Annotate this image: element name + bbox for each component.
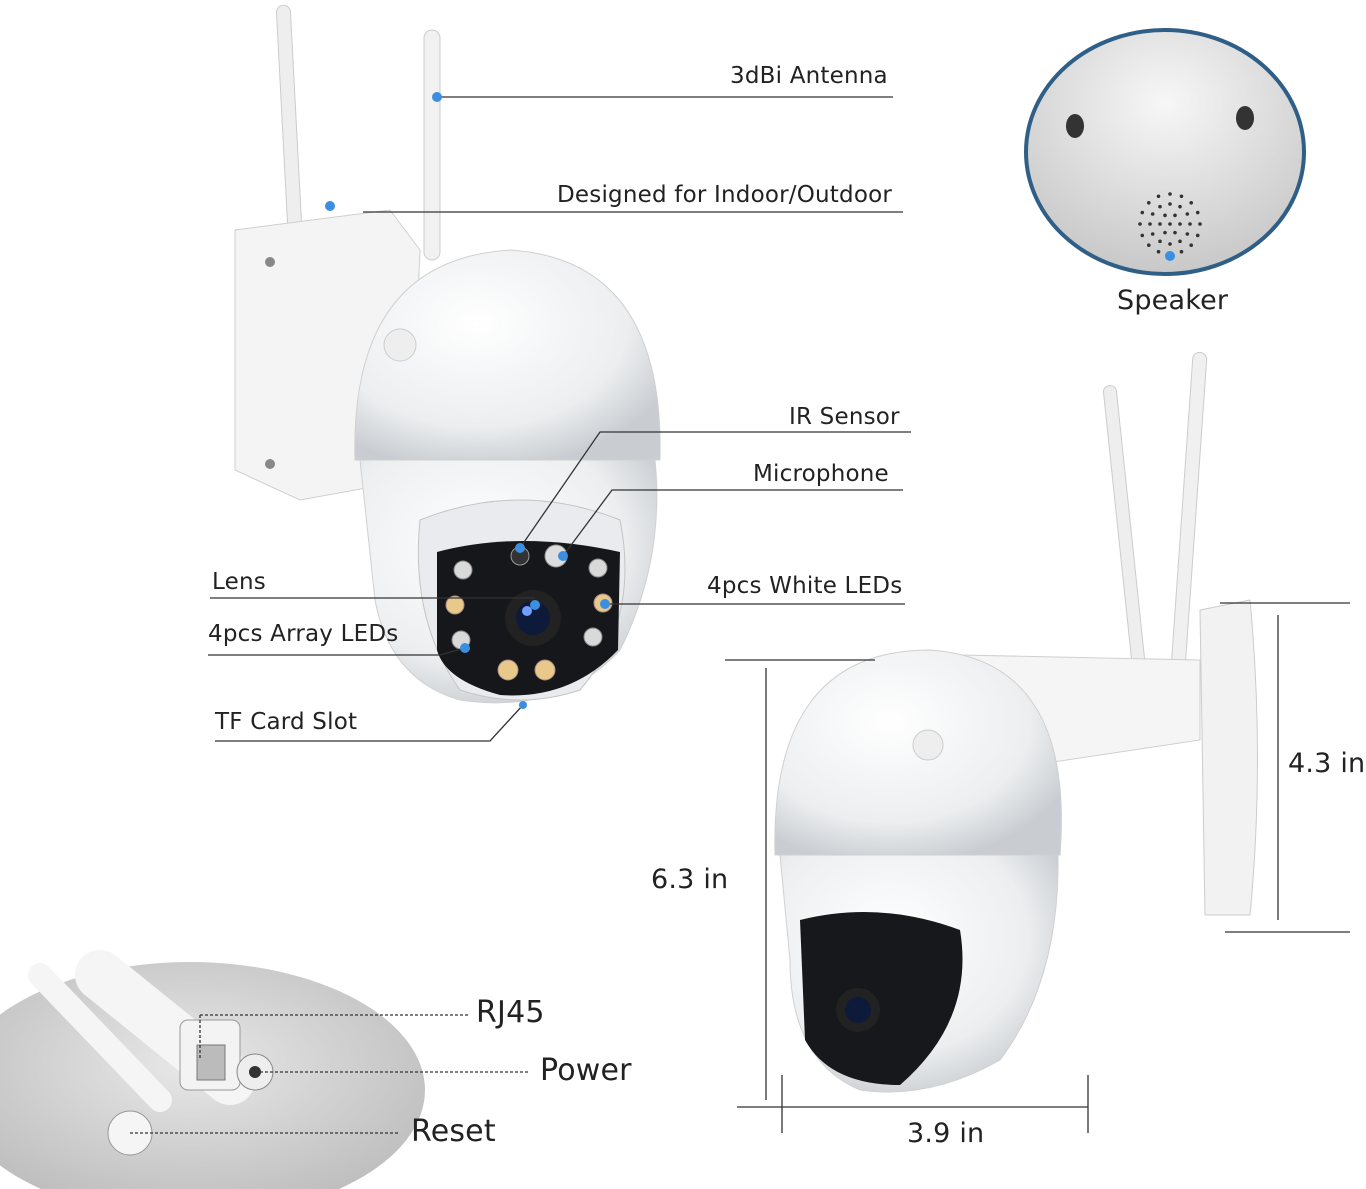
label-white-leds: 4pcs White LEDs — [707, 573, 903, 599]
speaker-hole — [1148, 222, 1152, 226]
speaker-hole — [1163, 213, 1167, 218]
callout-dots — [325, 92, 1175, 709]
speaker-hole — [1150, 232, 1155, 236]
main-camera-illustration — [234, 4, 661, 704]
label-tf-card-slot: TF Card Slot — [215, 709, 358, 735]
speaker-hole — [1140, 233, 1145, 238]
speaker-hole — [1189, 243, 1194, 248]
speaker-hole — [1178, 204, 1182, 209]
speaker-hole — [1179, 194, 1184, 199]
speaker-hole — [1178, 239, 1182, 244]
label-speaker: Speaker — [1117, 285, 1229, 316]
dimension-width: 3.9 in — [907, 1118, 985, 1149]
label-rj45: RJ45 — [476, 995, 545, 1030]
speaker-hole — [1189, 200, 1194, 205]
label-ir-sensor: IR Sensor — [789, 404, 900, 430]
speaker-hole — [1158, 239, 1162, 244]
speaker-hole — [1156, 194, 1161, 199]
speaker-hole — [1185, 212, 1190, 216]
speaker-hole — [1188, 222, 1192, 226]
speaker-hole — [1146, 200, 1151, 205]
label-array-leds: 4pcs Array LEDs — [208, 621, 399, 647]
speaker-hole — [1156, 249, 1161, 254]
speaker-hole — [1173, 230, 1177, 235]
cable-callout-lines — [130, 1014, 528, 1134]
speaker-hole — [1158, 222, 1162, 226]
speaker-hole — [1168, 242, 1172, 246]
label-microphone: Microphone — [753, 461, 889, 487]
speaker-hole — [1178, 222, 1182, 226]
label-indoor-outdoor: Designed for Indoor/Outdoor — [557, 182, 893, 208]
label-lens: Lens — [212, 569, 266, 595]
side-camera-illustration — [774, 351, 1258, 1093]
speaker-hole — [1198, 222, 1202, 226]
speaker-hole — [1168, 192, 1172, 196]
speaker-hole — [1163, 230, 1167, 235]
speaker-hole — [1195, 210, 1200, 215]
label-power: Power — [540, 1053, 632, 1088]
speaker-inset — [1024, 28, 1306, 276]
speaker-hole — [1150, 212, 1155, 216]
speaker-hole — [1158, 204, 1162, 209]
speaker-hole — [1140, 210, 1145, 215]
dimension-height: 6.3 in — [651, 864, 729, 895]
speaker-hole — [1173, 213, 1177, 218]
speaker-hole — [1179, 249, 1184, 254]
cable-inset — [0, 950, 425, 1189]
speaker-hole — [1146, 243, 1151, 248]
speaker-hole — [1138, 222, 1142, 226]
speaker-hole — [1185, 232, 1190, 236]
speaker-hole — [1168, 202, 1172, 206]
callout-lines — [208, 96, 1350, 1133]
speaker-hole — [1195, 233, 1200, 238]
dimension-mount-height: 4.3 in — [1288, 748, 1366, 779]
label-antenna: 3dBi Antenna — [730, 63, 888, 89]
speaker-hole — [1168, 222, 1172, 226]
label-reset: Reset — [411, 1114, 496, 1149]
